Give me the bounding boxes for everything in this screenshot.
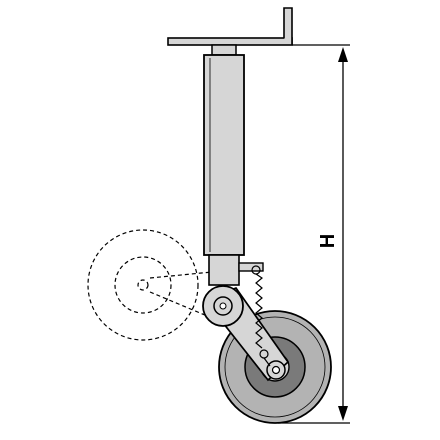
spring-mount-block bbox=[238, 262, 264, 272]
raised-wheel-tyre bbox=[87, 229, 199, 341]
lower-tube bbox=[208, 254, 240, 286]
raised-wheel-axle bbox=[137, 279, 149, 291]
mounting-plate bbox=[167, 37, 293, 46]
raised-wheel-outline bbox=[87, 229, 213, 341]
dimension-arrow-bottom bbox=[338, 406, 348, 421]
pivot-bolt-center bbox=[219, 302, 227, 310]
outer-tube bbox=[203, 54, 245, 256]
bracket-lip bbox=[283, 7, 293, 45]
raised-arm-outline bbox=[149, 271, 213, 319]
tube-collar bbox=[211, 44, 237, 56]
dimension-arrow-top bbox=[338, 47, 348, 62]
spring-link bbox=[263, 357, 271, 367]
wheel-axle-bolt bbox=[271, 365, 281, 375]
mounting-bracket bbox=[167, 7, 293, 46]
return-spring bbox=[251, 265, 271, 367]
spring-coil bbox=[255, 273, 264, 349]
main-wheel-rim-line bbox=[224, 316, 326, 418]
height-dimension-label: H bbox=[317, 234, 339, 248]
raised-wheel-hub bbox=[114, 256, 172, 314]
height-dimension bbox=[278, 44, 350, 424]
